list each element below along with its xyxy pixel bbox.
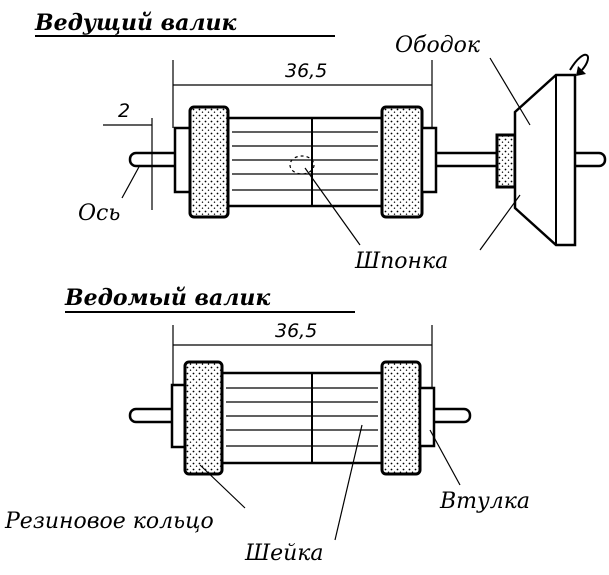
- rotation-arrow-icon: [569, 54, 589, 71]
- rim-label: Ободок: [395, 33, 481, 58]
- driven-roller: Ведомый валик 36,5 Резиновое кольцо Шейк…: [4, 285, 530, 566]
- roller-body: [220, 371, 384, 465]
- right-rubber-ring: [380, 360, 422, 476]
- key: [289, 155, 315, 175]
- bushing-label: Втулка: [439, 489, 530, 514]
- rubber-ring-label: Резиновое кольцо: [4, 509, 214, 534]
- roller-body: [226, 116, 384, 208]
- body-hatching: [232, 131, 378, 191]
- length-dimension: 36,5: [275, 320, 317, 342]
- rim-wheel: [513, 73, 577, 247]
- arrowhead-icon: [576, 66, 586, 76]
- left-rubber-ring: [183, 360, 224, 476]
- axle-label: Ось: [78, 201, 120, 226]
- neck-label: Шейка: [244, 541, 324, 566]
- bushing-leader: [429, 429, 461, 486]
- rim-leader: [489, 57, 531, 126]
- axle-leader: [121, 164, 141, 199]
- key-leader: [304, 167, 361, 246]
- neck-leader: [334, 424, 363, 541]
- length-dimension: 36,5: [285, 60, 327, 82]
- key-leader-2: [479, 194, 521, 251]
- key-label: Шпонка: [354, 249, 448, 274]
- axle-dimension: 2: [118, 100, 130, 122]
- right-flange: [420, 126, 438, 194]
- body-hatching: [226, 387, 378, 447]
- rubber-ring-leader: [199, 464, 246, 509]
- drive-roller: Ведущий валик 36,5 2: [34, 10, 607, 274]
- right-rubber-ring: [380, 105, 424, 219]
- driven-roller-title: Ведомый валик: [64, 285, 270, 311]
- left-rubber-ring: [188, 105, 230, 219]
- drive-roller-title: Ведущий валик: [34, 10, 236, 36]
- rim-hub: [495, 133, 517, 189]
- bushing: [418, 386, 436, 448]
